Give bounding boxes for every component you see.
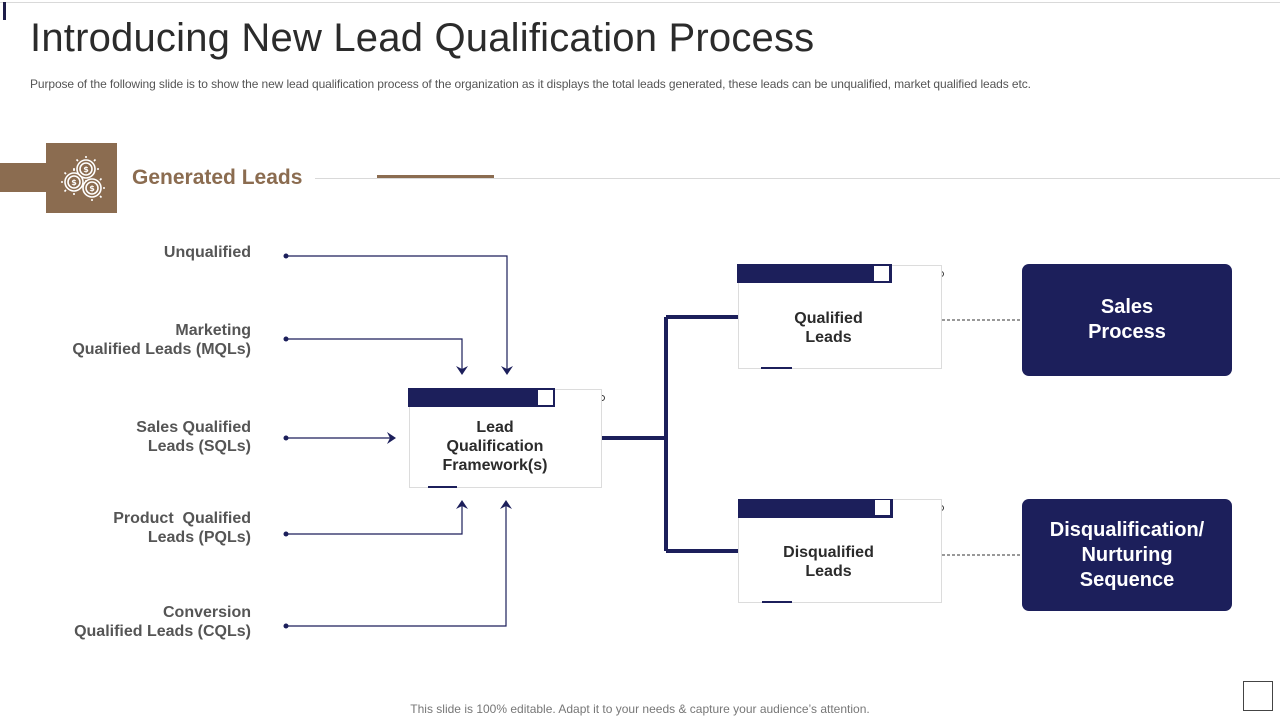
coins-gears-icon: $ $ $ [61, 156, 105, 201]
connector-unqualified [286, 255, 508, 372]
connector-dot-pql [283, 531, 289, 537]
lead-type-unqualified: Unqualified [163, 244, 251, 261]
qualified-leads-box-notch [874, 266, 889, 281]
section-divider [315, 178, 1280, 179]
disqualified-leads-box-notch [875, 500, 890, 515]
outcome-sales-process: Sales Process [1022, 264, 1232, 376]
arrowhead-unqualified [501, 366, 513, 375]
svg-text:$: $ [83, 165, 89, 174]
disqualified-leads-box-bar [738, 499, 893, 518]
arrowhead-cql [500, 500, 512, 509]
framework-label: Lead Qualification Framework(s) [442, 419, 548, 474]
connector-dot-sql [283, 435, 289, 441]
section-header-bar [0, 163, 50, 192]
slide-subtitle: Purpose of the following slide is to sho… [30, 77, 1031, 91]
connector-pql [286, 503, 463, 535]
framework-box-notch [538, 390, 553, 405]
top-rule [0, 2, 1280, 3]
slide-number-box [1243, 681, 1273, 711]
disqualified-leads-box-underline [762, 601, 792, 603]
connector-dot-cql [283, 623, 289, 629]
lead-type-pql: Product Qualified Leads (PQLs) [113, 510, 251, 546]
lead-type-cql: Conversion Qualified Leads (CQLs) [74, 604, 251, 640]
slide-title: Introducing New Lead Qualification Proce… [30, 16, 815, 60]
connector-dot-unqualified [283, 253, 289, 259]
framework-box-bar [408, 388, 555, 407]
connector-mql [286, 338, 463, 372]
slide-footer: This slide is 100% editable. Adapt it to… [410, 702, 870, 716]
arrowhead-mql [456, 366, 468, 375]
lead-type-sql: Sales Qualified Leads (SQLs) [136, 419, 251, 455]
framework-box-underline [428, 486, 457, 488]
section-divider-accent [377, 175, 494, 178]
lead-type-mql: Marketing Qualified Leads (MQLs) [72, 322, 251, 358]
svg-text:$: $ [71, 178, 77, 187]
connector-cql [286, 503, 507, 627]
corner-mark [3, 2, 6, 20]
arrowhead-pql [456, 500, 468, 509]
connector-dot-mql [283, 336, 289, 342]
outcome-nurturing-sequence: Disqualification/ Nurturing Sequence [1022, 499, 1232, 611]
arrowhead-sql [387, 432, 396, 444]
section-label: Generated Leads [132, 166, 303, 189]
section-icon-box: $ $ $ [46, 143, 117, 213]
svg-text:$: $ [89, 184, 95, 193]
qualified-leads-label: Qualified Leads [794, 310, 863, 346]
disqualified-leads-label: Disqualified Leads [783, 544, 874, 580]
qualified-leads-box-bar [737, 264, 892, 283]
qualified-leads-box-underline [761, 367, 792, 369]
